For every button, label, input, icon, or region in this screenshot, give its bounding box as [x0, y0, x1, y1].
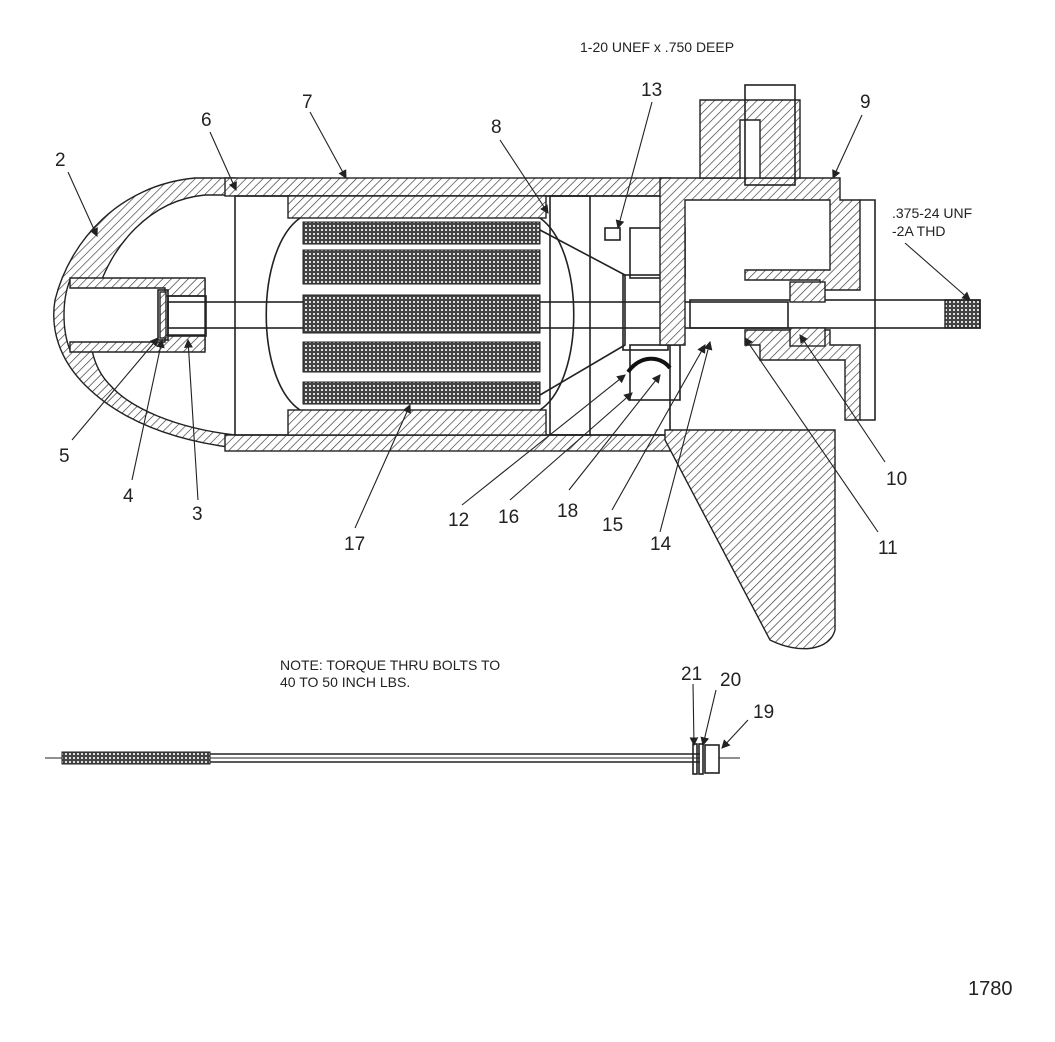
callout-8: 8 — [491, 117, 502, 138]
callout-labels: 2 3 4 5 6 7 8 9 10 11 12 13 14 15 16 17 … — [55, 80, 907, 723]
callout-18: 18 — [557, 501, 578, 522]
callout-14: 14 — [650, 534, 672, 555]
callout-4: 4 — [123, 486, 134, 507]
callout-15: 15 — [602, 515, 623, 536]
callout-21: 21 — [681, 664, 702, 685]
callout-11: 11 — [878, 538, 898, 559]
through-bolt — [45, 743, 740, 775]
motor-housing — [224, 177, 671, 452]
skeg — [664, 429, 836, 650]
figure-number: 1780 — [968, 978, 1013, 1000]
lock-washer — [692, 743, 698, 775]
bolt-head — [704, 744, 720, 774]
callout-20: 20 — [720, 670, 741, 691]
callout-10: 10 — [886, 469, 907, 490]
callout-13: 13 — [641, 80, 662, 101]
front-end-cap — [659, 84, 876, 421]
callout-19: 19 — [753, 702, 774, 723]
callout-12: 12 — [448, 510, 469, 531]
torque-note-line1: NOTE: TORQUE THRU BOLTS TO — [280, 657, 500, 673]
callout-2: 2 — [55, 150, 66, 171]
callout-6: 6 — [201, 110, 212, 131]
callout-16: 16 — [498, 507, 519, 528]
nose-cone — [53, 177, 236, 449]
shaft-thread-spec-line2: -2A THD — [892, 223, 945, 239]
flat-washer — [698, 743, 704, 775]
callout-9: 9 — [860, 92, 871, 113]
torque-note-line2: 40 TO 50 INCH LBS. — [280, 674, 410, 690]
leader-lines — [67, 101, 971, 749]
callout-17: 17 — [344, 534, 365, 555]
callout-3: 3 — [192, 504, 203, 525]
mount-thread-spec: 1-20 UNEF x .750 DEEP — [580, 39, 734, 55]
callout-7: 7 — [302, 92, 313, 113]
armature — [265, 217, 575, 411]
shaft-thread-spec-line1: .375-24 UNF — [892, 205, 972, 221]
callout-5: 5 — [59, 446, 70, 467]
